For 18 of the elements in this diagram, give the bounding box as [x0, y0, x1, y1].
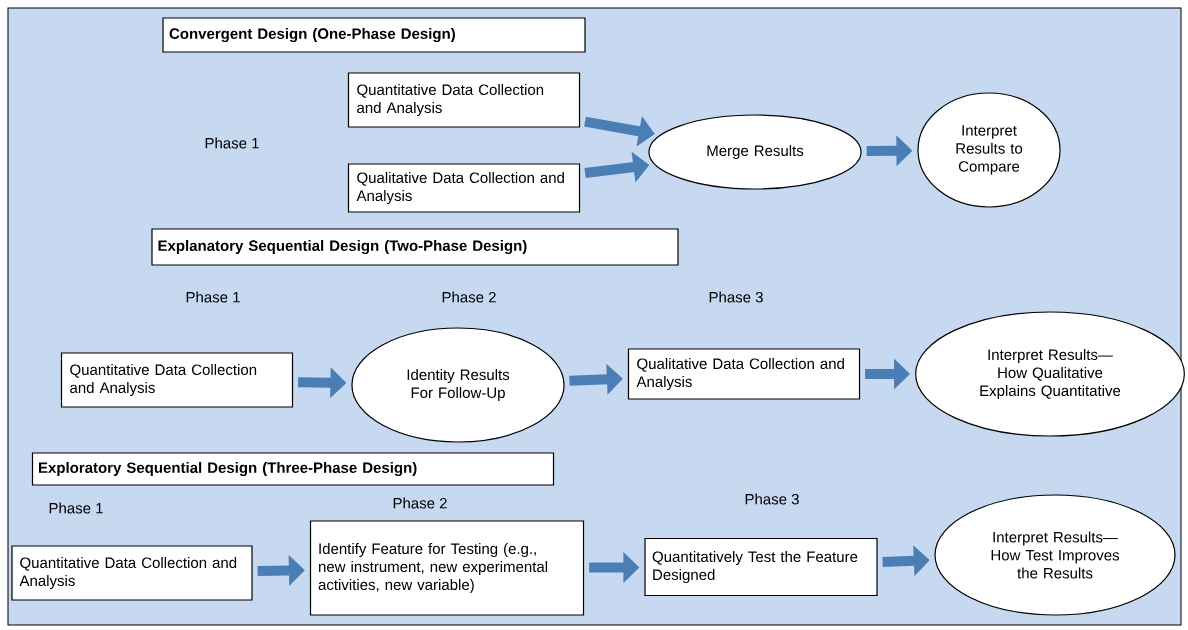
- process-box: Qualitative Data Collection and Analysis: [347, 163, 581, 213]
- node-label: Interpret Results— How Qualitative Explains Quantitative: [980, 349, 1121, 399]
- heading-box: Convergent Design (One-Phase Design): [162, 17, 586, 53]
- heading-box: Explanatory Sequential Design (Two-Phase Design): [151, 228, 679, 266]
- phase-label: Phase 2: [393, 497, 447, 509]
- phase-label: Phase 2: [442, 291, 496, 303]
- process-box: Quantitative Data Collection and Analysis: [60, 352, 294, 408]
- phase-label: Phase 1: [186, 291, 240, 303]
- process-box: Quantitative Data Collection and Analysis: [11, 545, 253, 601]
- phase-label: Phase 3: [745, 493, 799, 505]
- phase-label: Phase 1: [49, 502, 103, 514]
- process-box: Qualitative Data Collection and Analysis: [627, 348, 861, 400]
- heading-box: Exploratory Sequential Design (Three-Phase Design): [31, 452, 555, 486]
- process-box: Quantitative Data Collection and Analysis: [347, 72, 581, 128]
- process-box: Identify Feature for Testing (e.g., new instrument, new experimental activities, new variable): [309, 520, 585, 616]
- phase-label: Phase 1: [205, 137, 259, 149]
- process-box: Quantitatively Test the Feature Designed: [644, 537, 878, 597]
- phase-label: Phase 3: [709, 291, 763, 303]
